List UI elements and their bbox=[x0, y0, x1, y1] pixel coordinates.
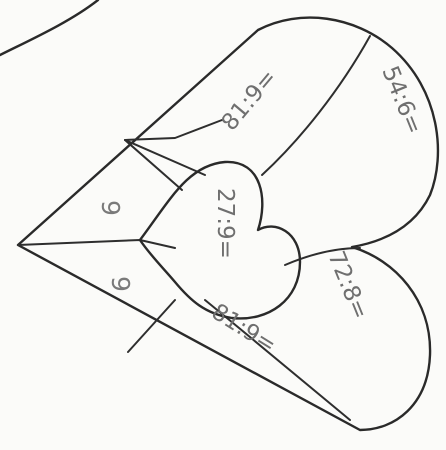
answer-bottom-left: 9 bbox=[106, 276, 135, 292]
divider-middle-left bbox=[18, 240, 175, 248]
label-bottom-inner: 81:9= bbox=[207, 299, 281, 359]
divider-nine-upper bbox=[125, 140, 182, 190]
divider-top-left bbox=[125, 140, 205, 175]
label-right-lower: 72:8= bbox=[322, 248, 373, 323]
neighbor-shape-arc bbox=[0, 0, 98, 55]
label-top-outer: 81:9= bbox=[217, 65, 283, 136]
label-top-right: 54:6= bbox=[376, 63, 427, 138]
label-center: 27:9= bbox=[212, 188, 238, 259]
divider-top-right bbox=[262, 36, 370, 175]
answer-top-left: 9 bbox=[96, 200, 125, 216]
